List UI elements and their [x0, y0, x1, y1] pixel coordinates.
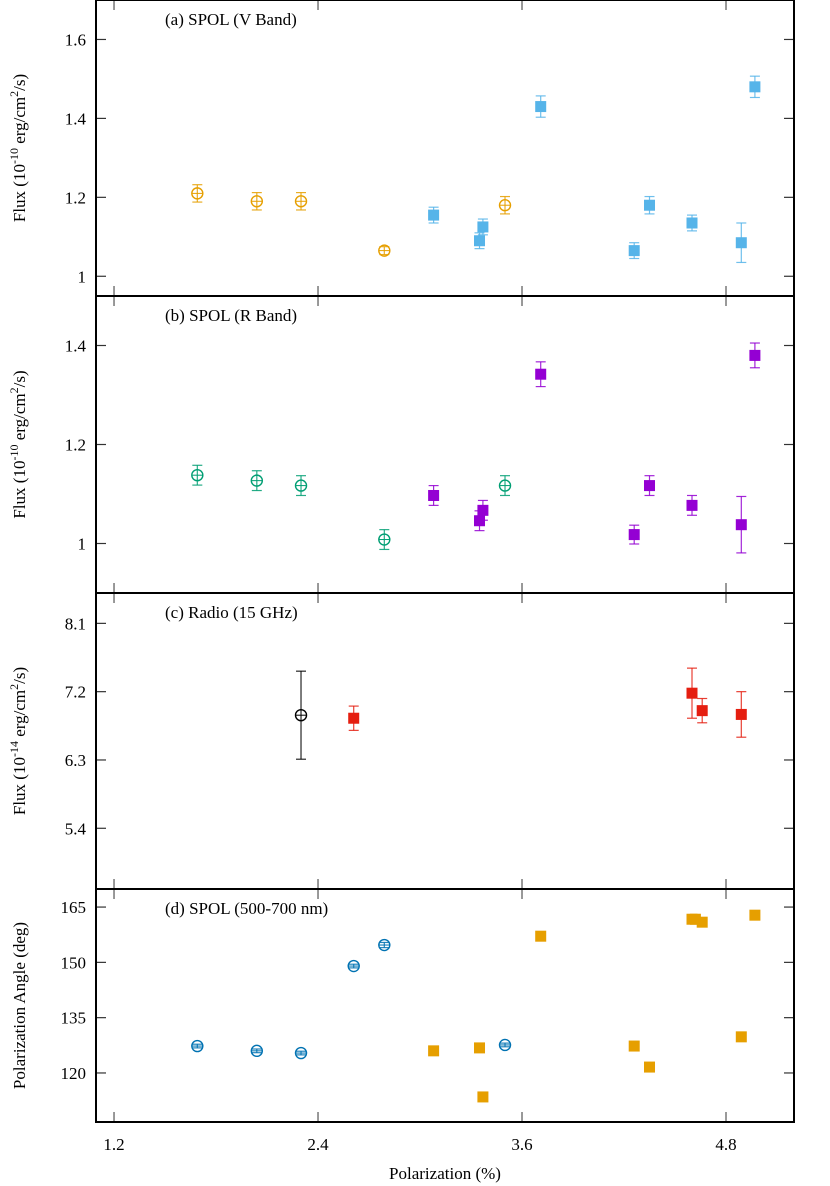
x-tick-label: 4.8: [715, 1135, 736, 1154]
data-point: [428, 484, 440, 506]
y-tick-label: 135: [61, 1009, 87, 1028]
data-point: [428, 206, 440, 224]
y-tick-label: 1.6: [65, 30, 86, 49]
y-axis-label: Polarization Angle (deg): [10, 922, 29, 1089]
data-point: [294, 191, 308, 211]
data-point: [294, 670, 308, 760]
y-axis-label: Flux (10-10 erg/cm2/s): [7, 370, 29, 518]
data-point: [749, 342, 761, 369]
data-point: [644, 195, 656, 215]
data-point: [378, 529, 391, 551]
y-tick-label: 5.4: [65, 819, 87, 838]
series: [428, 75, 761, 264]
y-tick-label: 150: [61, 953, 87, 972]
data-point: [535, 361, 547, 388]
data-point: [474, 1042, 486, 1054]
data-point: [735, 495, 747, 554]
data-point: [749, 75, 761, 99]
y-tick-label: 120: [61, 1064, 87, 1083]
data-point: [696, 916, 708, 928]
data-point: [250, 191, 264, 211]
data-point: [749, 909, 761, 921]
series: [428, 909, 761, 1103]
series: [191, 184, 512, 257]
data-point: [477, 499, 489, 521]
panel-title: (b) SPOL (R Band): [165, 306, 297, 325]
y-tick-label: 7.2: [65, 683, 86, 702]
y-tick-label: 8.1: [65, 614, 86, 633]
data-point: [191, 1039, 204, 1053]
panel-frame: [95, 0, 795, 297]
data-point: [735, 222, 747, 264]
data-point: [378, 938, 391, 952]
panel-title: (c) Radio (15 GHz): [165, 603, 298, 622]
y-tick-label: 1.4: [65, 109, 87, 128]
data-point: [250, 1044, 264, 1058]
series: [294, 670, 308, 760]
data-point: [378, 244, 391, 257]
data-point: [428, 1045, 440, 1057]
series: [428, 342, 761, 554]
y-tick-label: 6.3: [65, 751, 86, 770]
panel-frame: [95, 592, 795, 890]
data-point: [191, 464, 204, 486]
panel-frame: [95, 888, 795, 1123]
data-point: [628, 1040, 640, 1052]
x-tick-label: 3.6: [511, 1135, 532, 1154]
data-point: [628, 524, 640, 545]
y-tick-label: 165: [61, 898, 87, 917]
panel-b: 1 1.2 1.4 (b) SPOL (R Band) Flux (10-10 erg/…: [7, 295, 795, 594]
x-tick-label: 2.4: [307, 1135, 329, 1154]
data-point: [294, 475, 308, 497]
panel-frame: [95, 295, 795, 594]
y-tick-label: 1: [78, 267, 87, 286]
x-tick-labels: 1.2 2.4 3.6 4.8: [103, 1135, 736, 1154]
y-tick-label: 1.4: [65, 337, 87, 356]
panel-c: 5.4 6.3 7.2 8.1 (c) Radio (15 GHz) Flux (10-1…: [7, 592, 795, 890]
y-tick-label: 1: [78, 535, 87, 554]
x-axis-label: Polarization (%): [389, 1164, 501, 1183]
data-point: [191, 184, 204, 203]
data-point: [348, 705, 360, 731]
data-point: [644, 475, 656, 497]
data-point: [477, 218, 489, 236]
data-point: [498, 195, 512, 215]
y-axis-label: Flux (10-10 erg/cm2/s): [7, 74, 29, 222]
series: [348, 667, 747, 738]
data-point: [735, 691, 747, 738]
data-point: [498, 1038, 512, 1052]
data-point: [686, 667, 698, 719]
data-point: [686, 214, 698, 232]
panel-title: (d) SPOL (500-700 nm): [165, 899, 328, 918]
y-tick-label: 1.2: [65, 436, 86, 455]
data-point: [477, 1091, 489, 1103]
panel-d: 120 135 150 165 (d) SPOL (500-700 nm) Polariz…: [10, 888, 795, 1123]
data-point: [294, 1046, 308, 1060]
data-point: [250, 470, 264, 492]
series: [191, 464, 512, 551]
data-point: [535, 930, 547, 942]
data-point: [347, 959, 360, 973]
data-point: [686, 494, 698, 516]
panel-a: 1 1.2 1.4 1.6 (a) SPOL (V Band) Flux (10-10 e…: [7, 0, 795, 297]
data-point: [498, 475, 512, 497]
y-tick-label: 1.2: [65, 188, 86, 207]
panel-title: (a) SPOL (V Band): [165, 10, 297, 29]
data-point: [628, 242, 640, 260]
x-tick-label: 1.2: [103, 1135, 124, 1154]
data-point: [535, 95, 547, 118]
data-point: [696, 697, 708, 724]
series: [191, 938, 512, 1060]
data-point: [644, 1061, 656, 1073]
data-point: [735, 1031, 747, 1043]
y-axis-label: Flux (10-14 erg/cm2/s): [7, 667, 29, 815]
